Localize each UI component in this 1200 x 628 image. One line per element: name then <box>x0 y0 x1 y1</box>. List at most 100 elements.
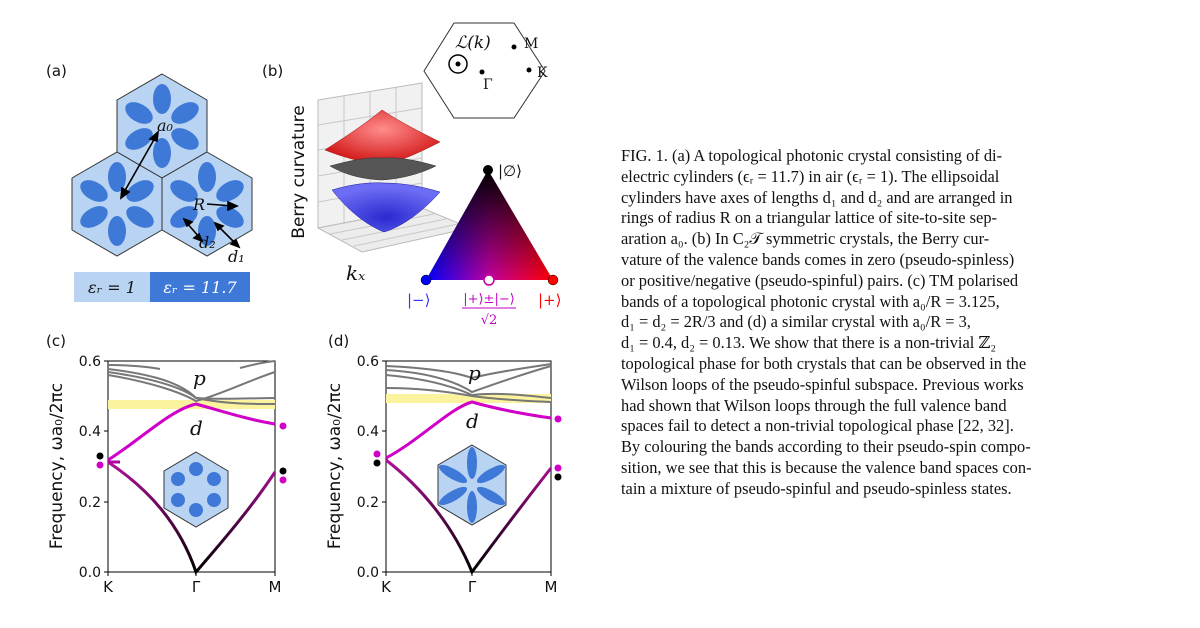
label-empty-state: |∅⟩ <box>498 162 522 180</box>
d-ytick-0: 0.0 <box>357 565 379 581</box>
label-a0: a₀ <box>157 116 174 135</box>
label-plus-state: |+⟩ <box>538 291 561 309</box>
c-band-label-d: d <box>190 416 203 440</box>
surface-negative <box>331 182 441 233</box>
label-sqrt2: √2 <box>481 313 498 328</box>
hex-top <box>116 73 208 179</box>
c-xtick-M: M <box>269 578 282 596</box>
panel-b: (b) ℒ(k) M Γ K <box>262 22 561 328</box>
caption-line: had shown that Wilson loops through the … <box>621 395 1007 415</box>
caption-line: d₁ = 0.4, d₂ = 0.13. We show that there … <box>621 333 997 353</box>
d-marker-m-magenta <box>554 464 562 472</box>
d-xtick-K: K <box>381 578 392 596</box>
dimension-arrows <box>120 130 241 249</box>
d-xtick-M: M <box>545 578 558 596</box>
d-bands <box>385 363 553 576</box>
berry-xlabel: kₓ <box>346 261 365 285</box>
caption-line: spaces fail to detect a non-trivial topo… <box>621 416 1014 436</box>
triangle-mid-dot <box>483 274 495 286</box>
c-marker-m-black <box>279 467 287 475</box>
legend-dielectric-swatch <box>150 272 250 302</box>
caption-line: rings of radius R on a triangular lattic… <box>621 208 997 228</box>
c-marker-m-top <box>279 422 287 430</box>
c-band-label-p: p <box>193 366 206 390</box>
brillouin-zone: ℒ(k) M Γ K <box>423 22 548 119</box>
c-ylabel: Frequency, ωa₀/2πc <box>47 383 67 549</box>
c-unit-cell-inset <box>163 451 229 528</box>
c-marker-k-magenta <box>96 461 104 469</box>
panel-d-label: (d) <box>328 332 349 350</box>
d-marker-m-black <box>554 473 562 481</box>
m-point <box>511 44 517 50</box>
triangle-top-dot <box>483 165 493 175</box>
caption-line: d₁ = d₂ = 2R/3 and (d) a similar crystal… <box>621 312 971 332</box>
c-ytick-0: 0.0 <box>79 565 101 581</box>
caption-line: bands of a topological photonic crystal … <box>621 291 1000 311</box>
c-ticks <box>104 360 276 576</box>
panel-b-label: (b) <box>262 62 283 80</box>
caption-line: By colouring the bands according to thei… <box>621 437 1031 457</box>
legend-air-label: εᵣ = 1 <box>88 278 136 297</box>
caption-line: sition, we see that this is because the … <box>621 457 1032 477</box>
caption-line: vature of the valence bands comes in zer… <box>621 249 1015 269</box>
triangle-right-dot <box>547 274 559 286</box>
berry-surfaces <box>324 109 441 233</box>
gamma-point <box>479 69 485 75</box>
label-minus-state: |−⟩ <box>407 291 430 309</box>
pseudo-spin-triangle: |∅⟩ |−⟩ |+⟩±|−⟩ √2 |+⟩ <box>407 162 561 328</box>
panel-a-label: (a) <box>46 62 67 80</box>
bz-label-gamma: Γ <box>483 77 493 93</box>
d-ytick-2: 0.4 <box>357 424 379 440</box>
label-superposition: |+⟩±|−⟩ <box>463 292 515 307</box>
wilson-loop-circle <box>448 54 468 74</box>
legend-air-swatch <box>74 272 150 302</box>
bz-label-K: K <box>537 65 548 81</box>
panel-a: (a) <box>46 62 253 302</box>
label-d2: d₂ <box>199 233 216 252</box>
c-ytick-3: 0.6 <box>79 354 101 370</box>
caption-line: cylinders have axes of lengths d₁ and d₂… <box>621 187 1013 207</box>
panel-c: (c) Frequency, ωa₀/2πc 0.0 0.2 0.4 0.6 K… <box>46 332 287 596</box>
c-ytick-1: 0.2 <box>79 495 101 511</box>
c-axes-frame <box>107 360 276 573</box>
triangle-left-dot <box>420 274 432 286</box>
panel-c-label: (c) <box>46 332 66 350</box>
caption-line: FIG. 1. (a) A topological photonic cryst… <box>621 146 1003 165</box>
label-d1: d₁ <box>228 247 245 266</box>
d-band-label-p: p <box>468 361 481 385</box>
caption-line: Wilson loops of the pseudo-spinful subsp… <box>621 374 1024 394</box>
berry-ylabel: Berry curvature <box>289 105 309 238</box>
figure-caption: FIG. 1. (a) A topological photonic cryst… <box>621 146 1173 500</box>
d-ylabel: Frequency, ωa₀/2πc <box>325 383 345 549</box>
d-marker-k-magenta <box>373 450 381 458</box>
d-band-label-d: d <box>466 409 479 433</box>
caption-line: tain a mixture of pseudo-spinful and pse… <box>621 478 1012 498</box>
surface-zero <box>329 157 437 181</box>
panel-d: (d) Frequency, ωa₀/2πc 0.0 0.2 0.4 0.6 K… <box>325 332 562 596</box>
label-R: R <box>192 195 205 214</box>
bz-label-M: M <box>524 36 538 52</box>
d-unit-cell-inset <box>437 444 507 526</box>
d-bandgap <box>386 394 551 403</box>
caption-line: or positive/negative (pseudo-spinful) pa… <box>621 270 1019 290</box>
c-xtick-K: K <box>103 578 114 596</box>
d-xtick-gamma: Γ <box>468 578 477 596</box>
d-marker-k-black <box>373 459 381 467</box>
caption-line: topological phase for both crystals that… <box>621 353 1027 373</box>
d-ytick-3: 0.6 <box>357 354 379 370</box>
k-point <box>526 67 532 73</box>
caption-line: electric cylinders (ϵᵣ = 11.7) in air (ϵ… <box>621 166 1000 186</box>
d-ytick-1: 0.2 <box>357 495 379 511</box>
c-marker-k-black <box>96 452 104 460</box>
legend-dielectric-label: εᵣ = 11.7 <box>163 278 237 297</box>
d-axes-frame <box>385 360 552 573</box>
c-ytick-2: 0.4 <box>79 424 101 440</box>
c-bands <box>107 360 277 575</box>
bz-loop-label: ℒ(k) <box>455 33 491 53</box>
c-xtick-gamma: Γ <box>192 578 201 596</box>
c-marker-m-magenta <box>279 476 287 484</box>
d-marker-m-top <box>554 415 562 423</box>
hex-left <box>71 151 163 257</box>
caption-line: aration a₀. (b) In C₂𝒯 symmetric crystal… <box>621 229 990 249</box>
